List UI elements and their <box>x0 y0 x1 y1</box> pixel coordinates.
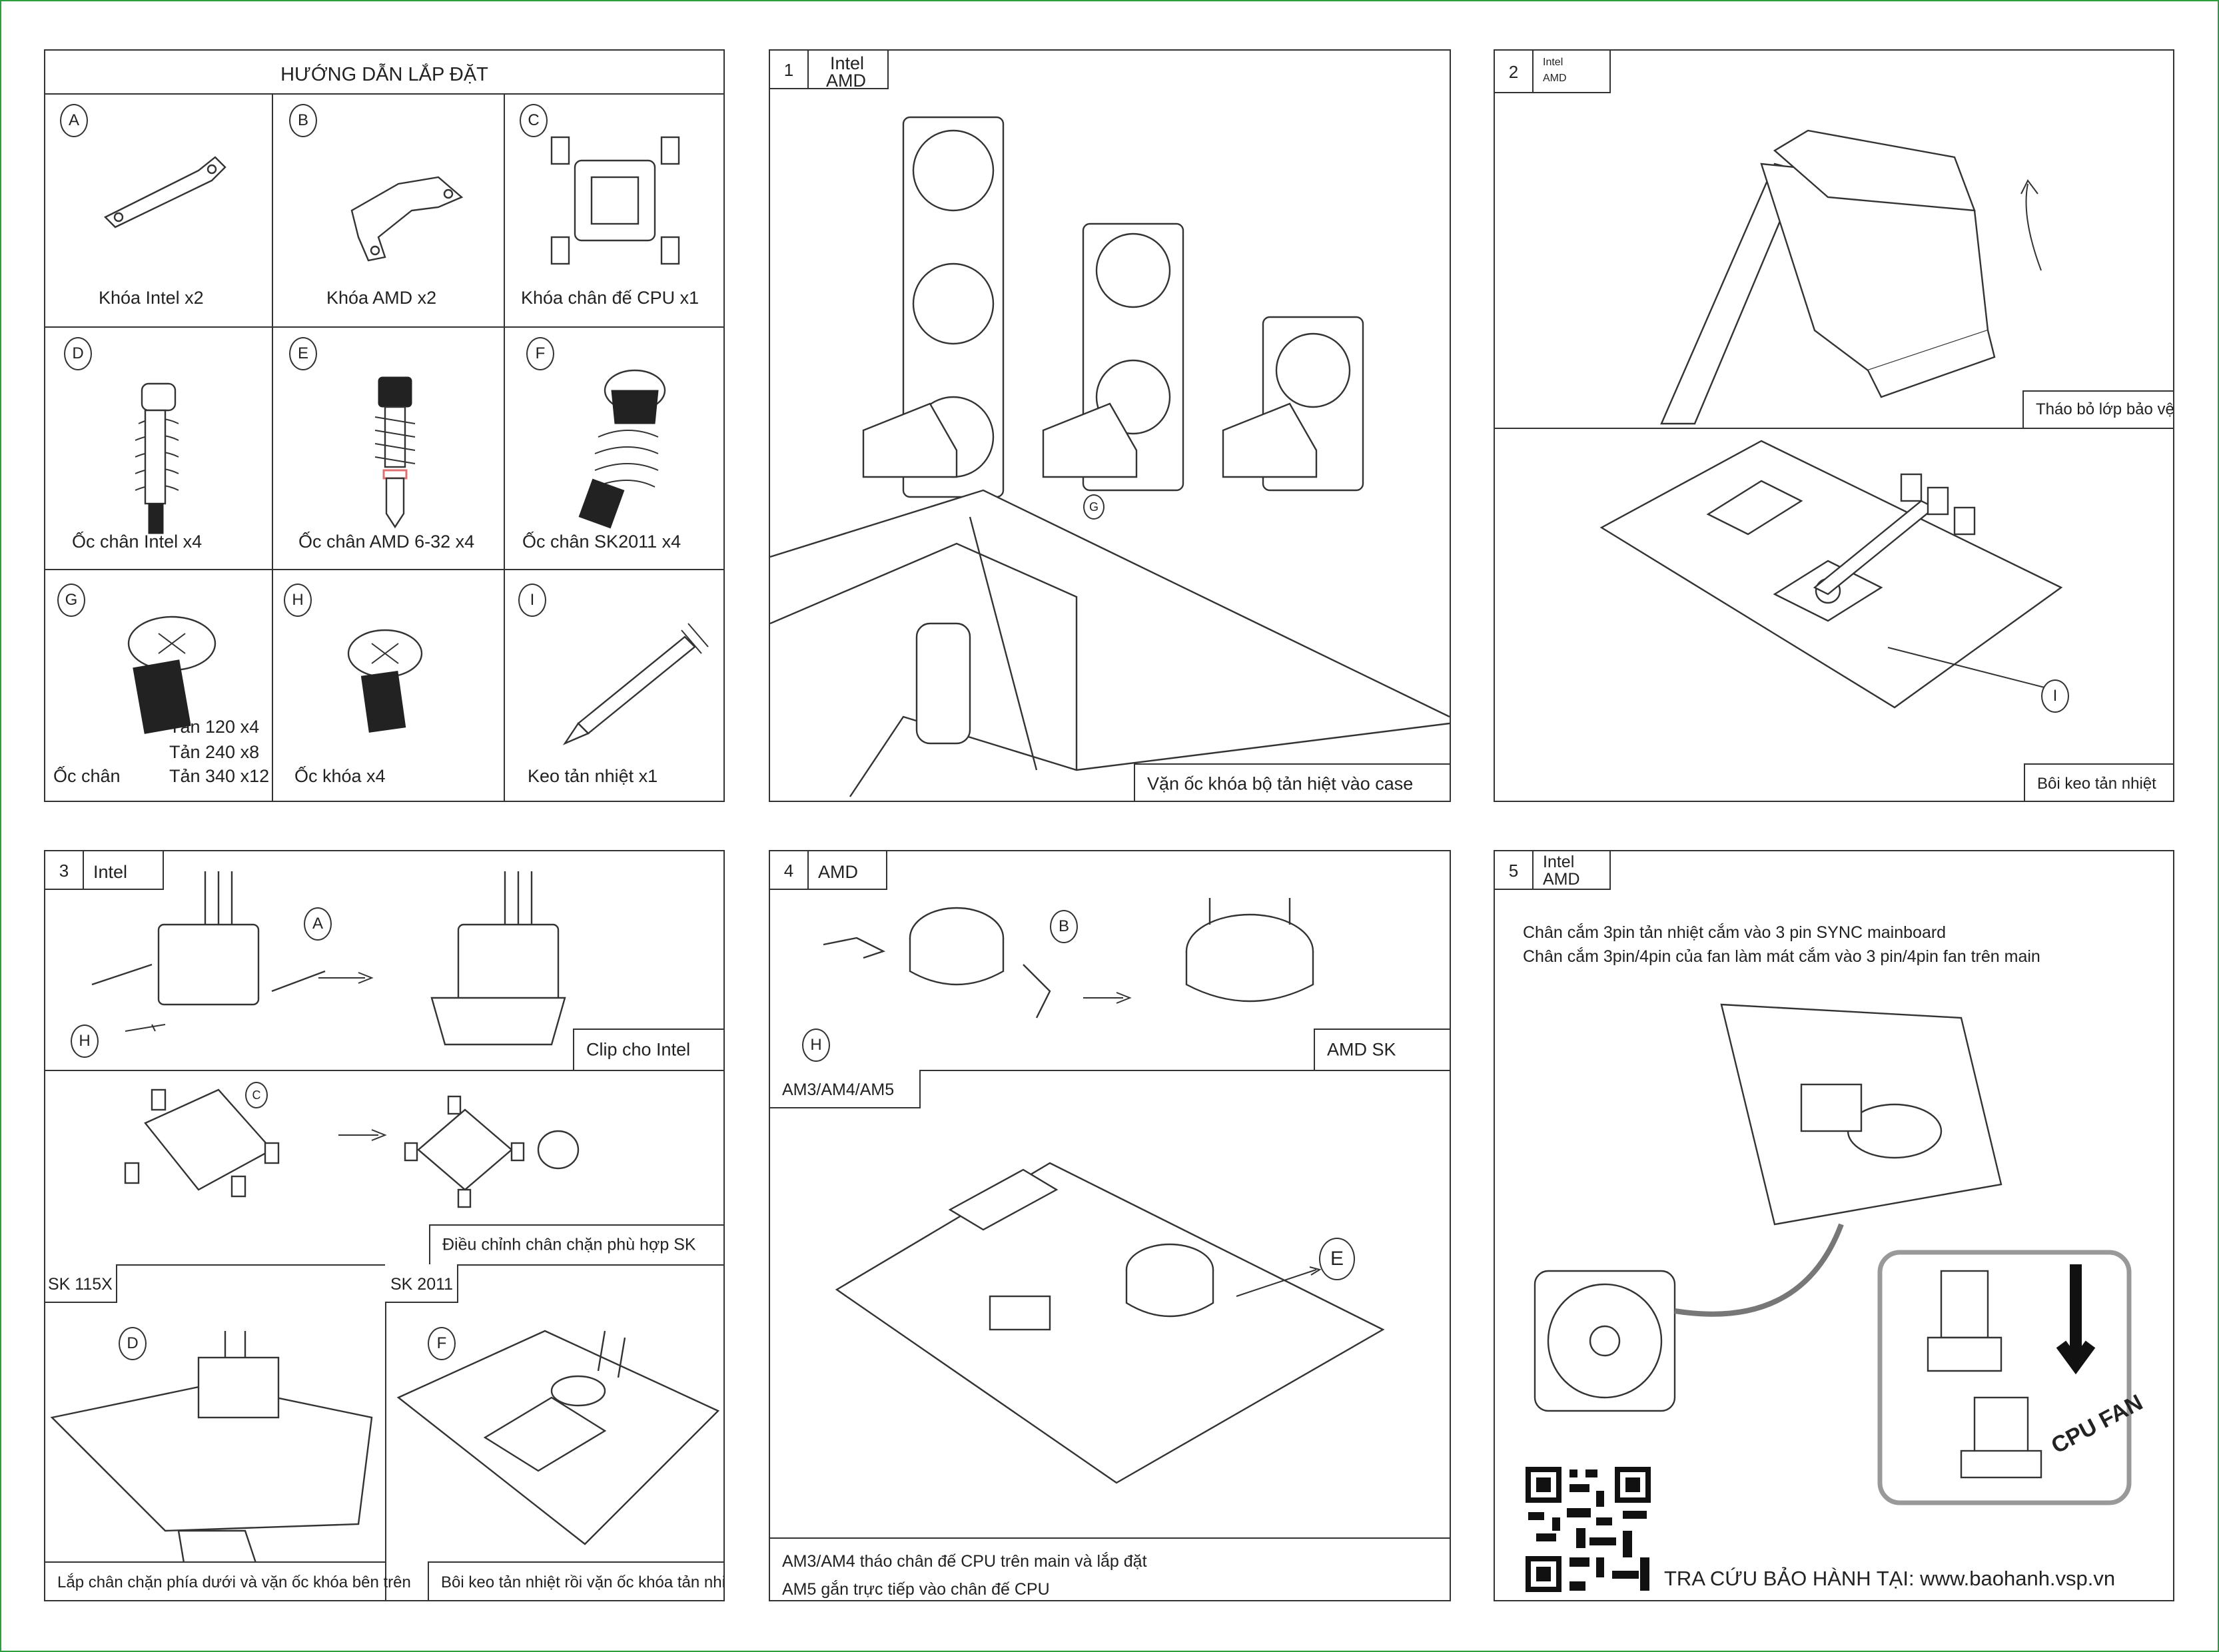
warranty-text: TRA CỨU BẢO HÀNH TẠI: www.baohanh.vsp.vn <box>1664 1567 2116 1590</box>
part-letter-b: B <box>1050 910 1078 943</box>
socket-lock-adjust-illustration <box>124 1088 580 1208</box>
part-letter-g: G <box>1083 494 1105 520</box>
panel-step-4: 4 AMD B H AMD SK AM3/AM4/AM5 E AM3/AM4 t… <box>769 850 1451 1601</box>
part-letter-h: H <box>802 1029 830 1062</box>
step-number: 2 <box>1495 51 1534 93</box>
fan-connection-illustration <box>1534 1003 2132 1505</box>
part-letter-g: G <box>57 584 85 617</box>
part-letter-c: C <box>245 1082 268 1108</box>
section-sk115x: SK 115X <box>48 1275 113 1294</box>
part-letter-b: B <box>289 104 317 137</box>
step-number: 4 <box>770 851 809 890</box>
thermal-paste-image <box>562 623 709 745</box>
panel-parts-list: HƯỚNG DẪN LẮP ĐẶT A Khóa Intel x2 B Khóa… <box>44 49 725 802</box>
amd-bracket-image <box>350 176 464 262</box>
sk2011-screw-image <box>578 369 666 529</box>
section-am3-am4-am5: AM3/AM4/AM5 <box>782 1080 895 1099</box>
qr-code-image <box>1523 1464 1653 1595</box>
intel-screw-image <box>135 382 179 534</box>
step-note-0: AM3/AM4 tháo chân đế CPU trên main và lắ… <box>782 1552 1147 1571</box>
part-letter-i: I <box>518 584 546 617</box>
step-number: 3 <box>45 851 84 890</box>
part-letter-f: F <box>428 1327 456 1360</box>
part-label-e: Ốc chân AMD 6-32 x4 <box>298 532 475 552</box>
intel-bracket-image <box>103 156 226 228</box>
part-letter-f: F <box>526 337 554 370</box>
part-letter-a: A <box>304 907 332 941</box>
section-sk2011: SK 2011 <box>390 1275 454 1294</box>
step-platform-0: AMD <box>818 862 858 882</box>
sk2011-mount-illustration <box>396 1330 720 1545</box>
cpu-socket-lock-image <box>550 136 680 265</box>
part-label-b: Khóa AMD x2 <box>326 288 437 308</box>
amd-screw-image <box>374 376 416 529</box>
step-platform-1: AMD <box>826 71 866 91</box>
panel-step-2: 2 Intel AMD Tháo bỏ lớp bảo vệ I Bôi keo… <box>1494 49 2174 802</box>
step-platform-0: Intel <box>830 53 865 73</box>
step-instruction-0: Chân cắm 3pin tản nhiệt cắm vào 3 pin SY… <box>1523 923 1947 942</box>
part-label-c: Khóa chân đế CPU x1 <box>521 288 699 308</box>
step-platform-0: Intel <box>1543 57 1563 68</box>
step-caption-top: Tháo bỏ lớp bảo vệ <box>2022 390 2173 428</box>
step-caption-adjust: Điều chỉnh chân chặn phù hợp SK <box>429 1224 723 1264</box>
step-number: 5 <box>1495 851 1534 890</box>
part-letter-d: D <box>64 337 92 370</box>
lock-screw-image <box>347 629 423 733</box>
step-note-1: AM5 gắn trực tiếp vào chân đế CPU <box>782 1580 1050 1599</box>
part-label-g-sizes-1: Tản 240 x8 <box>169 742 260 762</box>
part-label-h: Ốc khóa x4 <box>294 766 386 786</box>
panel-title: HƯỚNG DẪN LẮP ĐẶT <box>280 64 488 85</box>
step-instruction-1: Chân cắm 3pin/4pin của fan làm mát cắm v… <box>1523 947 2040 966</box>
motherboard-paste-illustration <box>1599 440 2063 709</box>
part-label-g-sizes-0: Tản 120 x4 <box>169 717 260 737</box>
panel-step-5: 5 Intel AMD Chân cắm 3pin tản nhiệt cắm … <box>1494 850 2174 1601</box>
step-number: 1 <box>770 51 809 89</box>
radiator-screw-image <box>127 616 217 734</box>
step-platform-1: AMD <box>1543 870 1580 889</box>
step-caption-sk115x: Lắp chân chặn phía dưới và vặn ốc khóa b… <box>45 1561 411 1600</box>
step-platform-0: Intel <box>1543 853 1575 871</box>
part-letter-d: D <box>119 1327 147 1360</box>
part-label-i: Keo tản nhiệt x1 <box>528 766 658 786</box>
step-platform-0: Intel <box>93 862 128 882</box>
part-letter-c: C <box>520 104 548 137</box>
part-label-f: Ốc chân SK2011 x4 <box>522 532 681 552</box>
part-label-g-sizes-2: Tản 340 x12 <box>169 766 270 786</box>
sk115x-mount-illustration <box>50 1331 373 1572</box>
step-platform-1: AMD <box>1543 73 1567 84</box>
part-label-d: Ốc chân Intel x4 <box>72 532 203 552</box>
part-letter-e: E <box>289 337 317 370</box>
part-label-g: Ốc chân <box>53 766 121 786</box>
step-caption-bottom: Bôi keo tản nhiệt <box>2024 763 2173 801</box>
panel-step-3: 3 Intel A H Clip cho Intel C Điều chỉnh … <box>44 850 725 1601</box>
part-letter-h: H <box>284 584 312 617</box>
amd-bracket-illustration <box>823 898 1314 1019</box>
part-letter-a: A <box>60 104 88 137</box>
pump-cover-illustration <box>1660 129 2042 425</box>
part-label-a: Khóa Intel x2 <box>99 288 204 308</box>
step-caption-sk2011: Bôi keo tản nhiệt rồi vặn ốc khóa tản nh… <box>428 1561 723 1600</box>
part-letter-i: I <box>2041 679 2069 713</box>
radiators-illustration <box>770 116 1450 797</box>
step-caption-amd-sk: AMD SK <box>1314 1029 1450 1070</box>
step-caption-clip: Clip cho Intel <box>573 1029 723 1070</box>
part-letter-e: E <box>1319 1238 1355 1280</box>
panel-step-1: 1 Intel AMD G Vặn ốc khóa bộ tản hiệt và… <box>769 49 1451 802</box>
part-letter-h: H <box>71 1025 99 1058</box>
am-socket-mount-illustration <box>835 1162 1385 1484</box>
step-caption: Vặn ốc khóa bộ tản hiệt vào case <box>1134 763 1450 801</box>
intel-clip-illustration <box>91 871 566 1046</box>
